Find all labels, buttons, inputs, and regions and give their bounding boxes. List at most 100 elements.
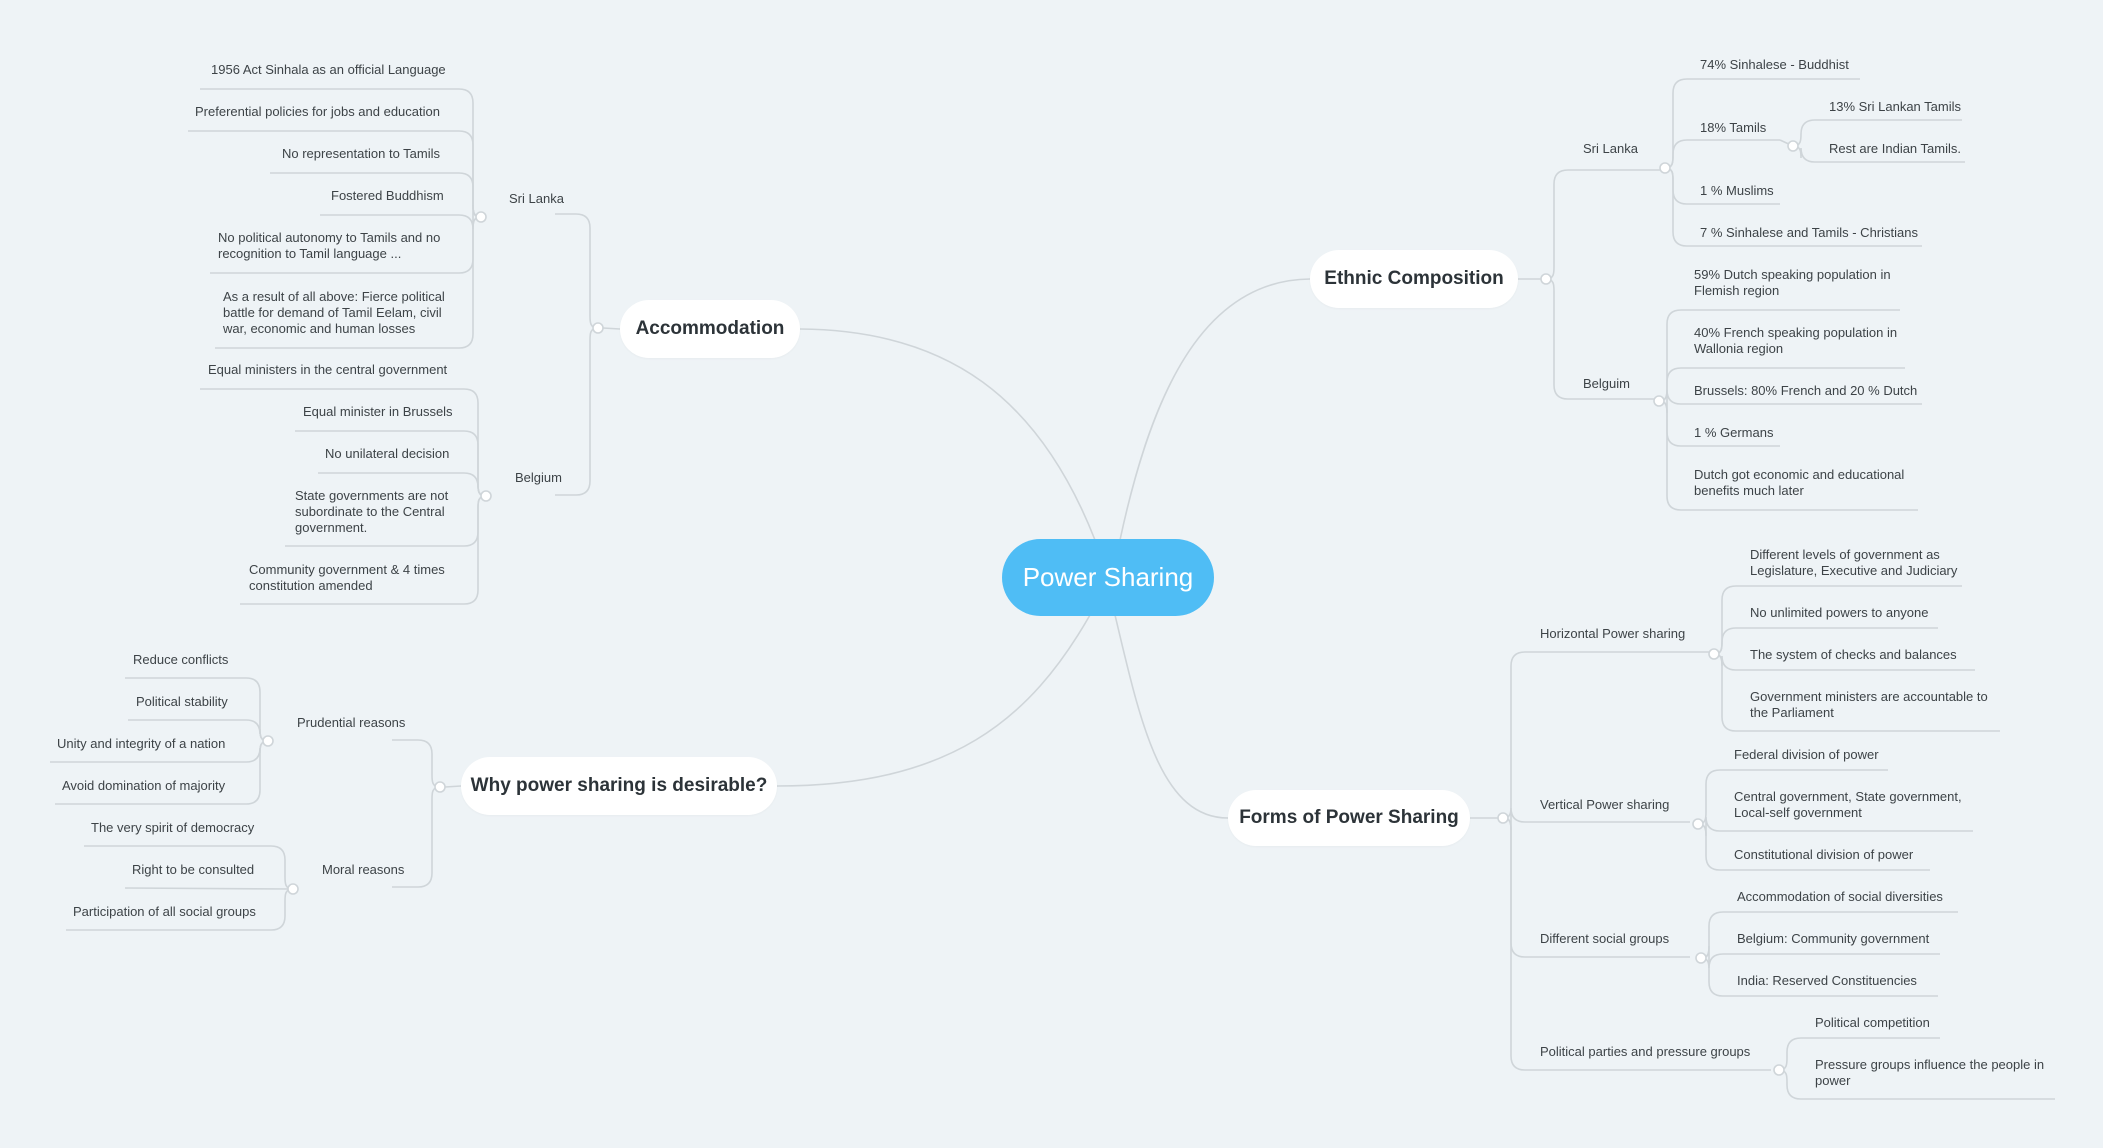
branch-line [555, 213, 599, 329]
collapse-toggle[interactable] [1787, 140, 1799, 152]
ethnic-belgium[interactable]: Belguim [1583, 376, 1630, 391]
hub-link [602, 327, 621, 330]
branch-line [66, 888, 294, 931]
branch-line [188, 130, 482, 218]
leaf-dutch[interactable]: 59% Dutch speaking population in Flemish… [1694, 267, 1891, 298]
vertical-power-sharing[interactable]: Vertical Power sharing [1540, 797, 1670, 812]
collapse-toggle[interactable] [1653, 395, 1665, 407]
collapse-toggle[interactable] [1695, 952, 1707, 964]
central-topic[interactable]: Power Sharing [1002, 539, 1214, 616]
branch-line [295, 430, 487, 497]
leaf-french[interactable]: 40% French speaking population in Wallon… [1694, 325, 1898, 356]
branch-line [318, 472, 487, 497]
acc-be-item[interactable]: Equal ministers in the central governmen… [208, 362, 448, 377]
branch-line [1697, 823, 1930, 871]
leaf-sinhalese[interactable]: 74% Sinhalese - Buddhist [1700, 57, 1849, 72]
acc-sl-item[interactable]: No representation to Tamils [282, 146, 441, 161]
accommodation-belgium[interactable]: Belgium [515, 470, 562, 485]
horizontal-item[interactable]: The system of checks and balances [1750, 647, 1957, 662]
leaf-sl-tamils[interactable]: 13% Sri Lankan Tamils [1829, 99, 1961, 114]
acc-sl-item[interactable]: As a result of all above: Fierce politic… [223, 289, 445, 336]
branch-line [1502, 651, 1712, 819]
topic-ethnic-composition[interactable]: Ethnic Composition [1310, 250, 1518, 308]
social-item[interactable]: Accommodation of social diversities [1737, 889, 1943, 904]
collapse-toggle[interactable] [1497, 812, 1509, 824]
collapse-toggle[interactable] [1773, 1064, 1785, 1076]
collapse-toggle[interactable] [1659, 162, 1671, 174]
collapse-toggle[interactable] [1708, 648, 1720, 660]
prudential-item[interactable]: Reduce conflicts [133, 652, 229, 667]
branch-line [320, 204, 482, 230]
branch-line [1545, 169, 1660, 280]
main-link [1119, 278, 1311, 541]
vertical-item[interactable]: Constitutional division of power [1734, 847, 1914, 862]
parties-item[interactable]: Pressure groups influence the people in … [1815, 1057, 2045, 1088]
acc-sl-item[interactable]: 1956 Act Sinhala as an official Language [211, 62, 446, 77]
moral-item[interactable]: Right to be consulted [132, 862, 255, 877]
branch-line [1502, 817, 1771, 1071]
collapse-toggle[interactable] [287, 883, 299, 895]
main-link [1114, 614, 1229, 819]
branch-line [84, 845, 294, 890]
branch-line [1664, 139, 1780, 169]
prudential-item[interactable]: Unity and integrity of a nation [57, 736, 226, 751]
vertical-item[interactable]: Federal division of power [1734, 747, 1879, 762]
horizontal-item[interactable]: Government ministers are accountable to … [1750, 689, 1988, 720]
branch-line [124, 887, 294, 890]
social-item[interactable]: Belgium: Community government [1737, 931, 1930, 946]
leaf-indian-tamils[interactable]: Rest are Indian Tamils. [1829, 141, 1961, 156]
acc-be-item[interactable]: Equal minister in Brussels [303, 404, 453, 419]
acc-be-item[interactable]: No unilateral decision [325, 446, 450, 461]
moral-reasons[interactable]: Moral reasons [322, 862, 405, 877]
collapse-toggle[interactable] [592, 322, 604, 334]
topic-forms-of-power-sharing[interactable]: Forms of Power Sharing [1228, 790, 1470, 846]
leaf-christians[interactable]: 7 % Sinhalese and Tamils - Christians [1700, 225, 1918, 240]
horizontal-item[interactable]: Different levels of government as Legisl… [1750, 547, 1958, 578]
main-link [799, 328, 1096, 541]
main-link [776, 614, 1091, 787]
social-item[interactable]: India: Reserved Constituencies [1737, 973, 1917, 988]
branch-line [1713, 653, 2000, 732]
acc-be-item[interactable]: State governments are not subordinate to… [295, 488, 449, 535]
ethnic-srilanka[interactable]: Sri Lanka [1583, 141, 1638, 156]
branch-line [128, 719, 269, 742]
leaf-benefits[interactable]: Dutch got economic and educational benef… [1694, 467, 1905, 498]
moral-item[interactable]: The very spirit of democracy [91, 820, 255, 835]
topic-accommodation[interactable]: Accommodation [620, 300, 800, 358]
prudential-item[interactable]: Political stability [136, 694, 228, 709]
horizontal-item[interactable]: No unlimited powers to anyone [1750, 605, 1929, 620]
collapse-toggle[interactable] [1540, 273, 1552, 285]
parties-item[interactable]: Political competition [1815, 1015, 1930, 1030]
leaf-muslims[interactable]: 1 % Muslims [1700, 183, 1774, 198]
branch-line [1545, 278, 1660, 400]
accommodation-srilanka[interactable]: Sri Lanka [509, 191, 564, 206]
branch-line [1664, 167, 1922, 247]
collapse-toggle[interactable] [434, 781, 446, 793]
moral-item[interactable]: Participation of all social groups [73, 904, 256, 919]
acc-sl-item[interactable]: Fostered Buddhism [331, 188, 444, 203]
collapse-toggle[interactable] [1692, 818, 1704, 830]
horizontal-power-sharing[interactable]: Horizontal Power sharing [1540, 626, 1686, 641]
branch-line [1697, 769, 1888, 825]
hub-link [444, 785, 462, 788]
prudential-reasons[interactable]: Prudential reasons [297, 715, 406, 730]
branch-line [1700, 945, 1940, 969]
leaf-germans[interactable]: 1 % Germans [1694, 425, 1774, 440]
acc-sl-item[interactable]: No political autonomy to Tamils and no r… [218, 230, 441, 261]
topic-why-desirable[interactable]: Why power sharing is desirable? [461, 757, 777, 815]
political-parties-pressure-groups[interactable]: Political parties and pressure groups [1540, 1044, 1751, 1059]
collapse-toggle[interactable] [480, 490, 492, 502]
ethnic-tamils[interactable]: 18% Tamils [1700, 120, 1767, 135]
different-social-groups[interactable]: Different social groups [1540, 931, 1670, 946]
collapse-toggle[interactable] [475, 211, 487, 223]
leaf-brussels[interactable]: Brussels: 80% French and 20 % Dutch [1694, 383, 1918, 398]
prudential-item[interactable]: Avoid domination of majority [62, 778, 226, 793]
branch-line [215, 216, 482, 349]
branch-line [1658, 367, 1905, 402]
acc-be-item[interactable]: Community government & 4 times constitut… [249, 562, 445, 593]
acc-sl-item[interactable]: Preferential policies for jobs and educa… [195, 104, 440, 119]
vertical-item[interactable]: Central government, State government, Lo… [1734, 789, 1962, 820]
collapse-toggle[interactable] [262, 735, 274, 747]
